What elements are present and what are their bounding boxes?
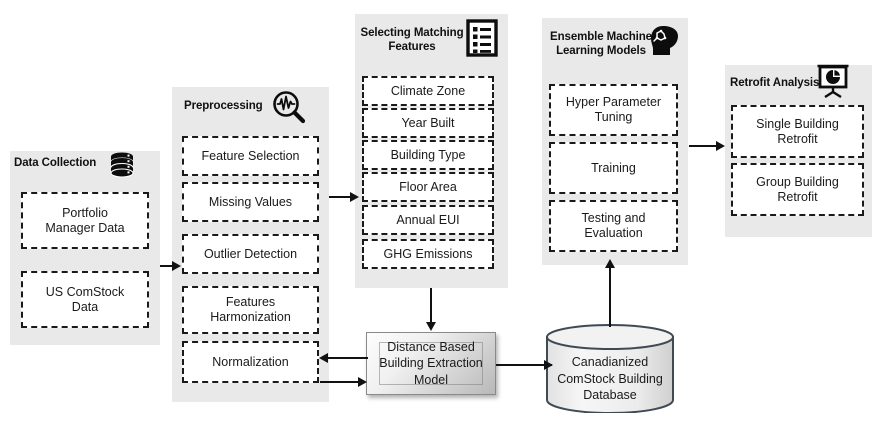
item-feature-selection[interactable]: Feature Selection xyxy=(182,136,319,176)
arrowhead-left-icon xyxy=(319,353,328,363)
item-missing-values[interactable]: Missing Values xyxy=(182,182,319,222)
item-label: Annual EUI xyxy=(396,212,460,227)
magnifier-pulse-icon xyxy=(270,88,308,131)
item-label: Features Harmonization xyxy=(210,295,291,324)
item-us-comstock-data[interactable]: US ComStock Data xyxy=(21,271,149,328)
node-label: Distance Based Building Extraction Model xyxy=(379,339,483,387)
item-ghg-emissions[interactable]: GHG Emissions xyxy=(362,239,494,269)
item-features-harmonization[interactable]: Features Harmonization xyxy=(182,286,319,334)
item-label: GHG Emissions xyxy=(383,246,473,261)
presentation-pie-chart-icon xyxy=(816,62,850,103)
arrowhead-right-icon xyxy=(544,360,553,370)
item-label: Missing Values xyxy=(208,194,293,209)
item-label: Building Type xyxy=(390,147,466,162)
item-label: Group Building Retrofit xyxy=(756,174,839,204)
item-label: Testing and Evaluation xyxy=(581,211,646,240)
brain-head-icon xyxy=(648,24,682,63)
item-label: Hyper Parameter Tuning xyxy=(565,95,662,124)
connector-extraction-model-to-normalization xyxy=(322,357,368,359)
panel-title-ensemble-ml-models: Ensemble Machine Learning Models xyxy=(550,31,652,58)
item-annual-eui[interactable]: Annual EUI xyxy=(362,205,494,235)
item-label: Normalization xyxy=(212,354,289,369)
connector-data-collection-to-preprocessing xyxy=(160,265,174,267)
item-label: Climate Zone xyxy=(390,83,466,98)
item-label: US ComStock Data xyxy=(45,284,125,314)
item-outlier-detection[interactable]: Outlier Detection xyxy=(182,234,319,274)
panel-title-data-collection: Data Collection xyxy=(14,157,97,169)
item-normalization[interactable]: Normalization xyxy=(182,341,319,383)
item-testing-and-evaluation[interactable]: Testing and Evaluation xyxy=(549,200,678,252)
item-hyper-parameter-tuning[interactable]: Hyper Parameter Tuning xyxy=(549,84,678,136)
item-single-building-retrofit[interactable]: Single Building Retrofit xyxy=(731,105,864,158)
node-canadianized-comstock-building-database[interactable]: Canadianized ComStock Building Database xyxy=(545,324,675,413)
arrowhead-right-icon xyxy=(172,261,181,271)
arrowhead-right-icon xyxy=(350,192,359,202)
item-label: Training xyxy=(591,160,636,175)
connector-extraction-model-to-database xyxy=(496,364,552,366)
item-group-building-retrofit[interactable]: Group Building Retrofit xyxy=(731,163,864,216)
arrowhead-right-icon xyxy=(716,141,725,151)
panel-title-retrofit-analysis: Retrofit Analysis xyxy=(730,77,820,89)
panel-title-preprocessing: Preprocessing xyxy=(184,100,263,112)
connector-normalization-to-extraction-model xyxy=(320,381,364,383)
item-label: Outlier Detection xyxy=(203,246,298,261)
item-label: Single Building Retrofit xyxy=(756,116,839,146)
arrowhead-right-icon xyxy=(358,377,367,387)
item-floor-area[interactable]: Floor Area xyxy=(362,172,494,202)
arrowhead-down-icon xyxy=(426,322,436,331)
node-label: Canadianized ComStock Building Database xyxy=(557,355,663,402)
item-portfolio-manager-data[interactable]: Portfolio Manager Data xyxy=(21,192,149,249)
item-year-built[interactable]: Year Built xyxy=(362,108,494,138)
item-label: Portfolio Manager Data xyxy=(45,205,125,235)
arrowhead-up-icon xyxy=(605,259,615,268)
node-distance-based-building-extraction-model[interactable]: Distance Based Building Extraction Model xyxy=(366,332,496,395)
item-label: Floor Area xyxy=(399,179,457,194)
connector-preprocessing-to-selecting-features xyxy=(329,196,357,198)
connector-ensemble-models-to-retrofit-analysis xyxy=(689,145,723,147)
item-label: Year Built xyxy=(401,115,455,130)
panel-title-selecting-matching-features: Selecting Matching Features xyxy=(360,27,464,54)
item-climate-zone[interactable]: Climate Zone xyxy=(362,76,494,106)
database-icon xyxy=(107,150,137,185)
item-training[interactable]: Training xyxy=(549,142,678,194)
connector-selecting-features-to-extraction-model xyxy=(430,288,432,324)
item-building-type[interactable]: Building Type xyxy=(362,140,494,170)
checklist-icon xyxy=(466,19,498,62)
connector-database-to-ensemble-models xyxy=(609,265,611,327)
item-label: Feature Selection xyxy=(201,148,300,163)
